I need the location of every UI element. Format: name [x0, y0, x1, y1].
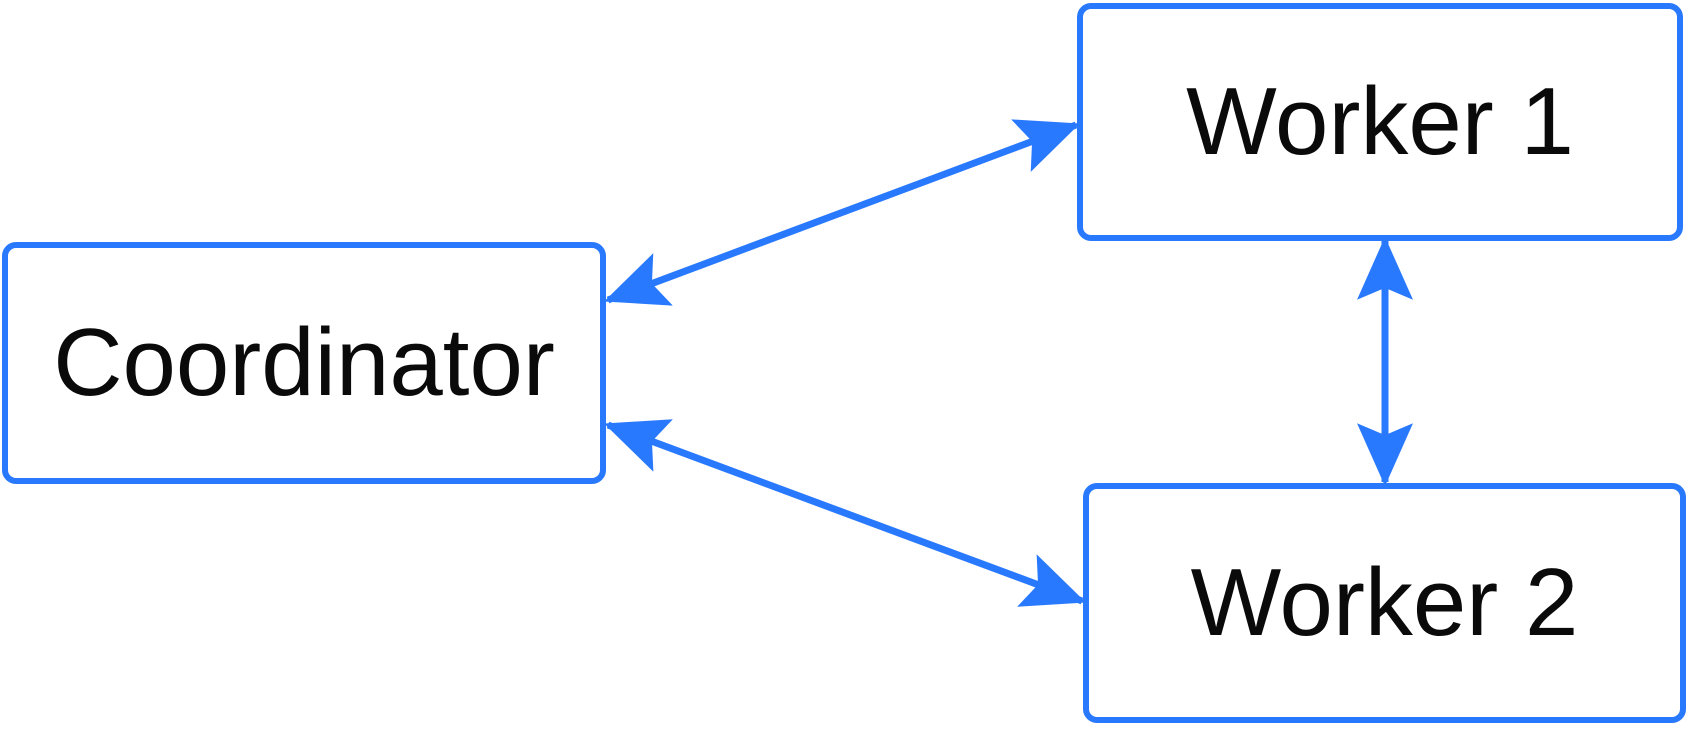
node-worker-2[interactable]: Worker 2 — [1083, 483, 1686, 723]
edge-coordinator-worker-1 — [604, 119, 1080, 306]
edge-coordinator-worker-2 — [604, 419, 1086, 607]
node-worker-2-label: Worker 2 — [1190, 549, 1579, 656]
node-coordinator-label: Coordinator — [53, 309, 555, 416]
node-worker-1-label: Worker 1 — [1186, 68, 1574, 175]
node-coordinator[interactable]: Coordinator — [2, 242, 606, 484]
edge-line-coordinator-worker-1 — [604, 119, 1080, 306]
edge-line-coordinator-worker-2 — [604, 419, 1086, 607]
node-worker-1[interactable]: Worker 1 — [1077, 3, 1683, 241]
